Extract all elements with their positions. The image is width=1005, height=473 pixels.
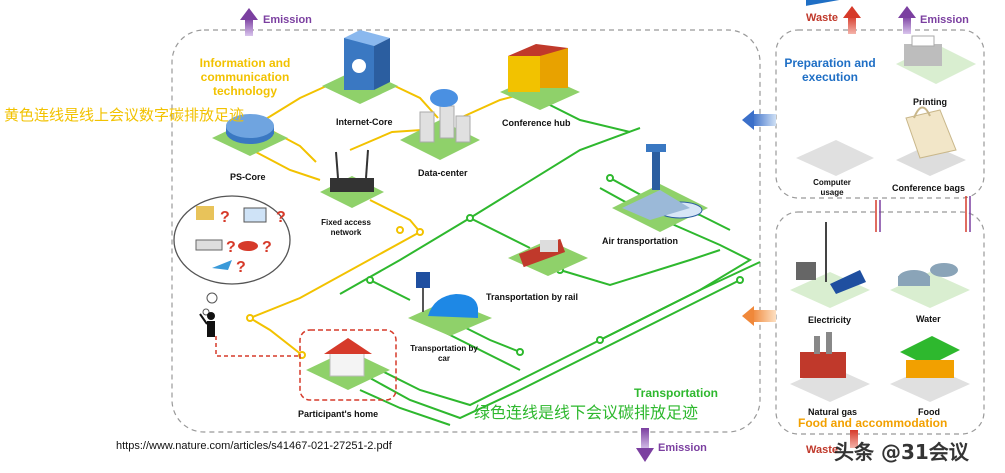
conference-hub-label: Conference hub <box>502 118 571 128</box>
svg-text:?: ? <box>236 259 246 276</box>
food-flow-arrow-head <box>742 306 754 326</box>
waste-arrow-top-shaft <box>848 16 856 34</box>
electricity-label: Electricity <box>808 315 852 325</box>
thought-cloud: ? ? ? ? ? <box>173 195 291 316</box>
water-label: Water <box>916 314 941 324</box>
main-region-border <box>171 29 761 433</box>
data-center-icon <box>400 89 480 160</box>
computer-laptop-icon <box>796 0 874 176</box>
preparation-flow-arrow-shaft <box>752 114 776 126</box>
fixed-access-label: Fixed access network <box>321 218 371 237</box>
printing-label: Printing <box>913 97 947 107</box>
preparation-category-title: Preparation and execution <box>784 56 876 84</box>
watermark: 头条 @31会议 <box>834 440 969 464</box>
printer-icon <box>896 35 976 84</box>
food-label: Food <box>918 407 940 417</box>
train-station-icon <box>508 238 588 276</box>
svg-text:?: ? <box>276 209 286 226</box>
ict-category-title: Information and communication technology <box>199 56 291 98</box>
emission-arrow-top-left-shaft <box>245 18 253 36</box>
home-highlight-box <box>299 329 397 401</box>
water-tanks-icon <box>890 263 970 308</box>
waste-label-bottom: Waste <box>806 444 838 456</box>
preparation-region-border <box>775 29 985 199</box>
natural-gas-label: Natural gas <box>808 407 858 417</box>
emission-arrow-top-right-shaft <box>903 16 911 34</box>
conference-bag-icon <box>896 106 966 176</box>
yellow-line-annotation: 黄色连线是线上会议数字碳排放足迹 <box>4 106 245 124</box>
food-category-title: Food and accommodation <box>798 416 948 430</box>
svg-text:?: ? <box>220 209 230 226</box>
emission-label-top-left: Emission <box>263 14 312 26</box>
participant-home-icon <box>306 338 390 390</box>
svg-text:?: ? <box>226 239 236 256</box>
source-url[interactable]: https://www.nature.com/articles/s41467-0… <box>116 440 392 452</box>
conference-hub-building-icon <box>500 44 580 110</box>
person-icon <box>199 312 215 337</box>
food-flow-arrow-shaft <box>752 310 776 322</box>
emission-label-top-right: Emission <box>920 14 969 26</box>
emission-arrow-bottom-shaft <box>641 428 649 450</box>
waste-arrow-bottom-shaft <box>850 430 858 448</box>
electricity-plant-icon <box>790 222 870 308</box>
participant-home-label: Participant's home <box>298 409 379 419</box>
fixed-access-router-icon <box>320 149 384 208</box>
natural-gas-factory-icon <box>790 332 870 402</box>
ps-core-router-icon <box>212 114 288 156</box>
food-market-icon <box>890 336 970 402</box>
car-parking-icon <box>408 272 492 336</box>
preparation-flow-arrow-head <box>742 110 754 130</box>
waste-label-top: Waste <box>806 12 838 24</box>
conference-bags-label: Conference bags <box>892 183 966 193</box>
emission-arrow-top-right-head <box>898 6 916 18</box>
transportation-category-title: Transportation <box>634 386 719 400</box>
emission-label-bottom: Emission <box>658 442 707 454</box>
data-center-label: Data-center <box>418 168 468 178</box>
internet-core-server-icon <box>322 30 398 104</box>
participant-link <box>215 336 300 357</box>
computer-usage-label: Computer usage <box>813 178 851 197</box>
ps-core-label: PS-Core <box>230 172 266 182</box>
car-transportation-label: Transportation by car <box>410 344 478 363</box>
waste-arrow-top-head <box>843 6 861 18</box>
airport-icon <box>612 144 708 232</box>
air-transportation-label: Air transportation <box>602 236 679 246</box>
green-line-annotation: 绿色连线是线下会议碳排放足迹 <box>474 403 699 422</box>
internet-core-label: Internet-Core <box>336 117 393 127</box>
emission-arrow-top-left-head <box>240 8 258 20</box>
rail-transportation-label: Transportation by rail <box>486 292 579 302</box>
svg-text:?: ? <box>262 239 272 256</box>
emission-arrow-bottom-head <box>636 448 654 462</box>
